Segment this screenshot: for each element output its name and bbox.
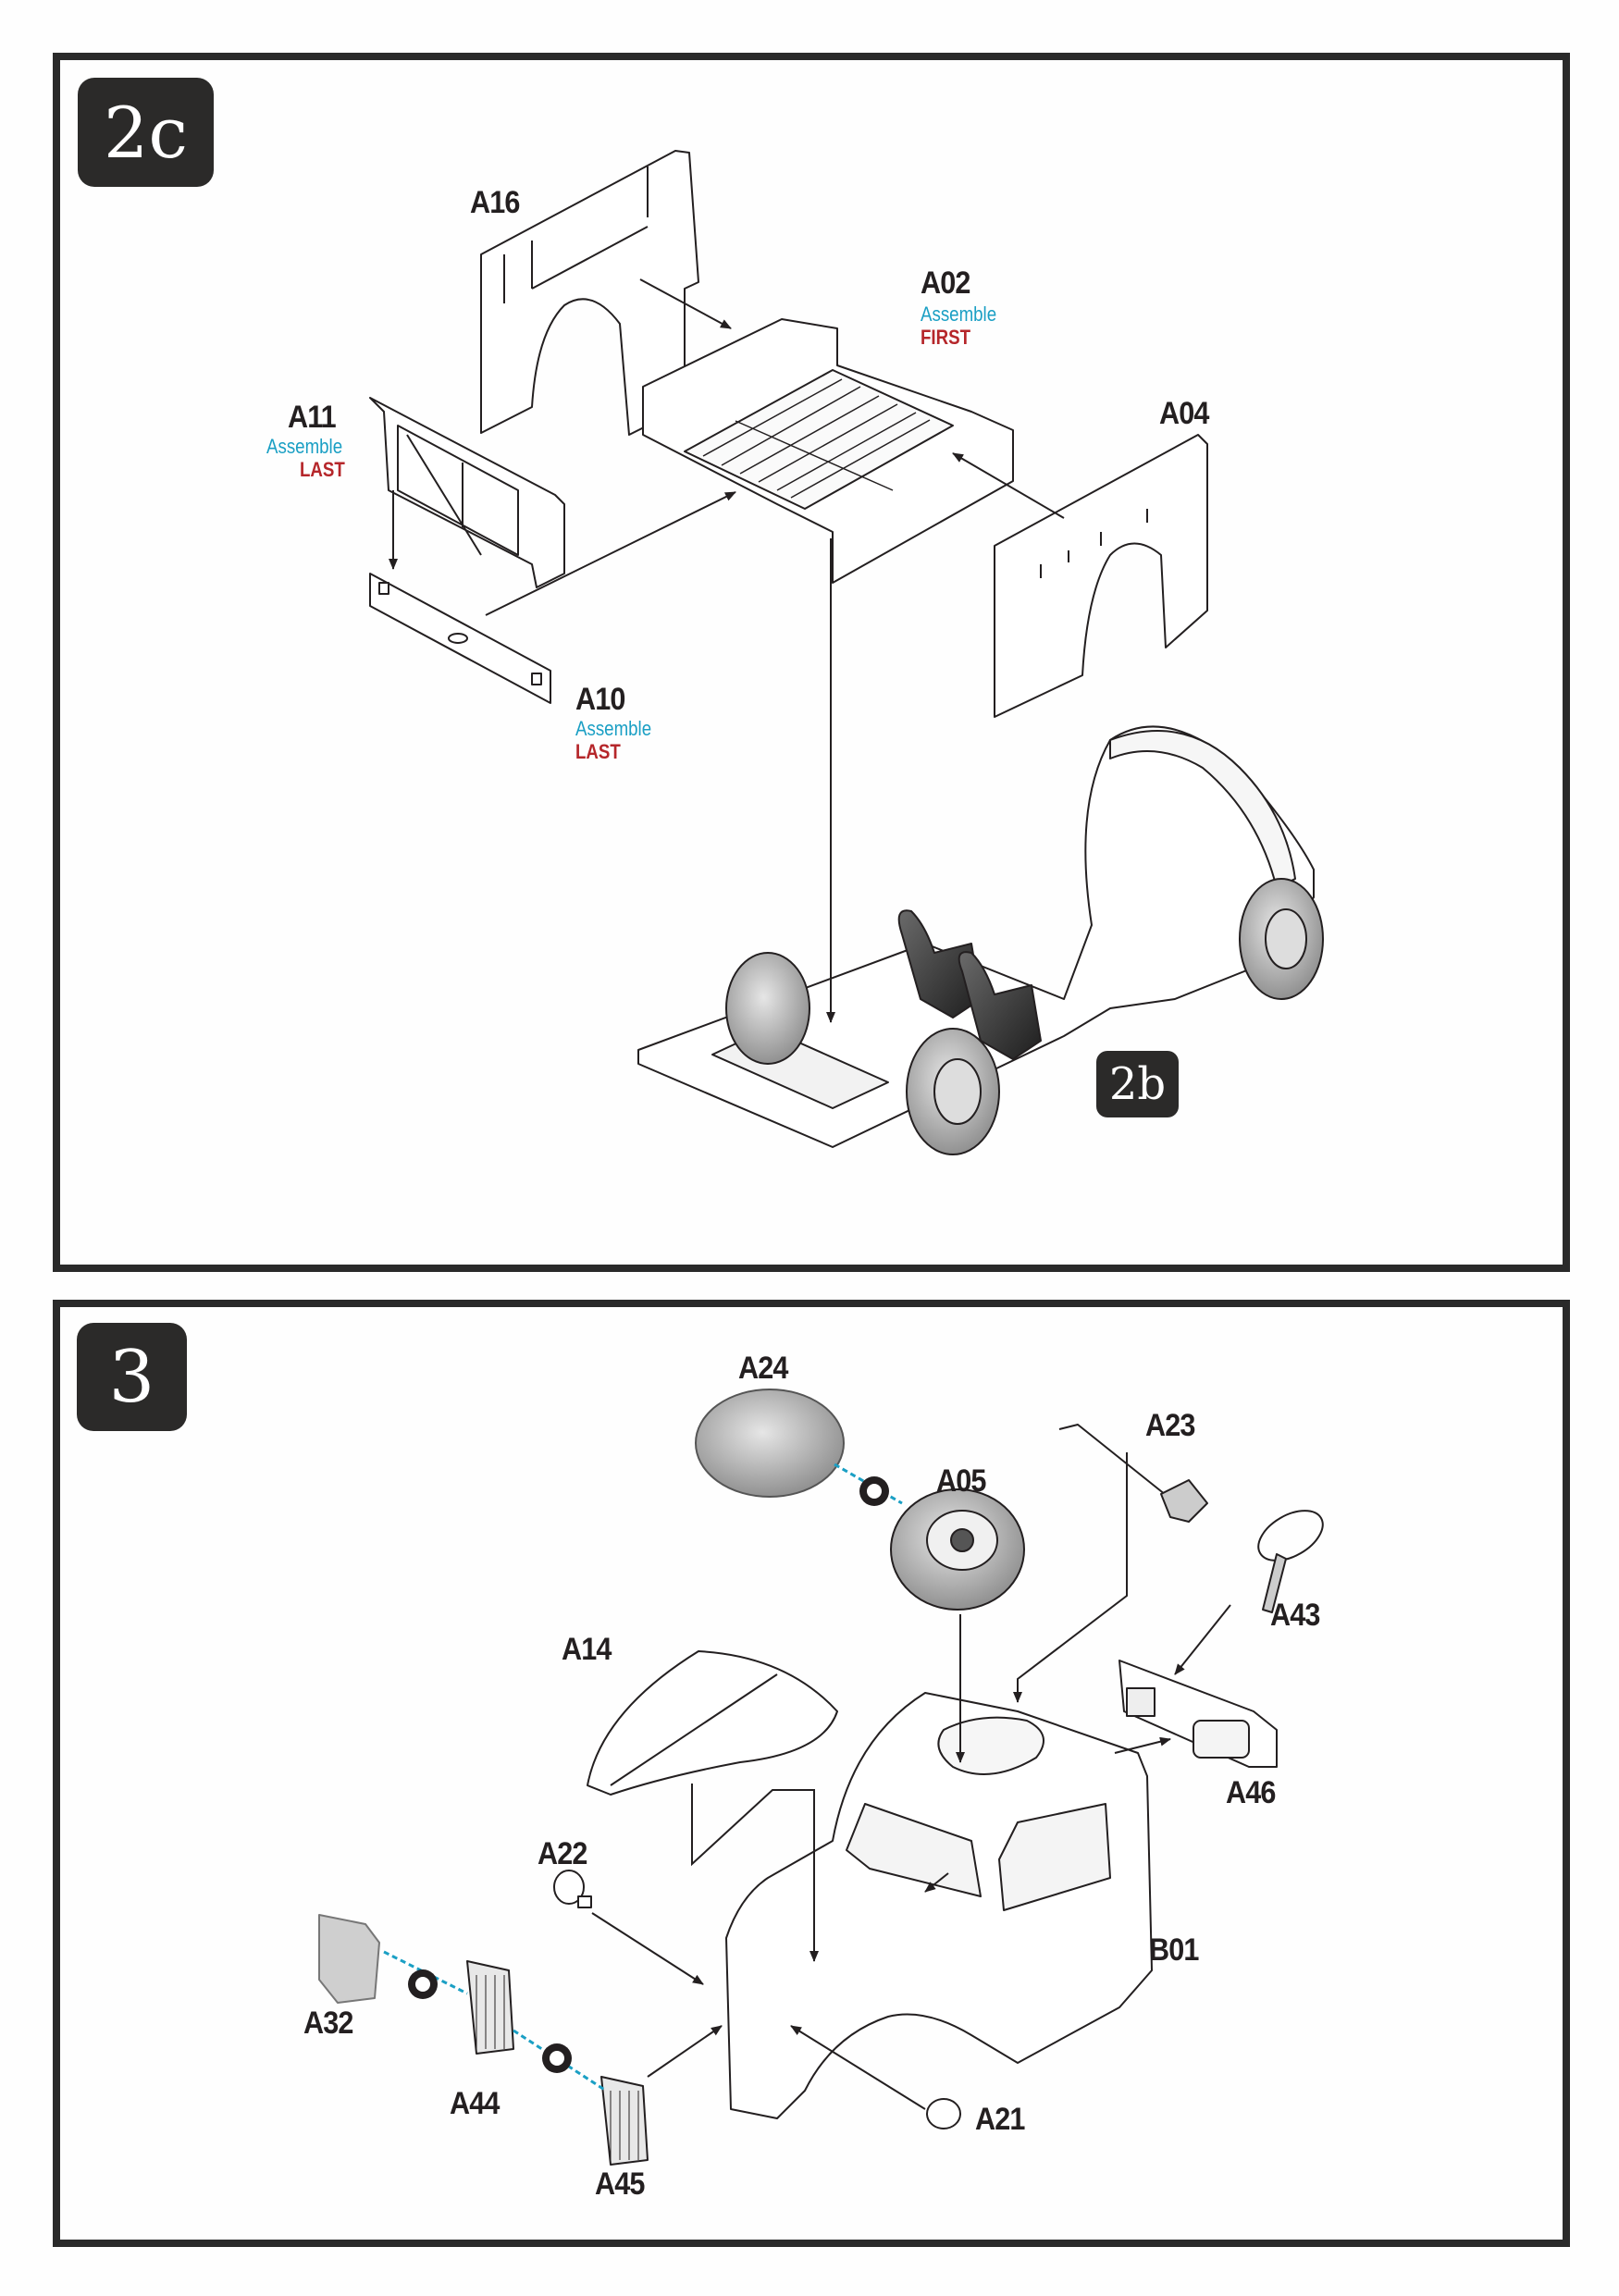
assembly-arrow-icon xyxy=(1013,1452,1128,1703)
order-note-last: LAST xyxy=(300,458,345,481)
part-a16-drawing xyxy=(480,150,699,436)
assembly-arrow-icon xyxy=(790,2025,926,2110)
part-a02-drawing xyxy=(642,318,1014,584)
part-a46-drawing xyxy=(1118,1660,1278,1768)
step-badge-2c: 2c xyxy=(78,78,214,187)
assembly-arrow-icon xyxy=(691,1784,819,1962)
assemble-note: Assemble xyxy=(575,717,652,740)
part-label-a02: A02 xyxy=(921,265,970,301)
part-label-a10: A10 xyxy=(575,682,625,717)
part-label-a44: A44 xyxy=(450,2086,500,2121)
step-badge-2b: 2b xyxy=(1096,1051,1179,1117)
part-a24-drawing xyxy=(695,1389,845,1498)
part-label-a43: A43 xyxy=(1270,1598,1320,1633)
part-label-a23: A23 xyxy=(1145,1408,1195,1443)
order-note-first: FIRST xyxy=(921,326,971,349)
part-a11-drawing xyxy=(369,397,565,588)
part-label-a24: A24 xyxy=(738,1351,788,1386)
chassis-2b-drawing xyxy=(637,725,1315,1148)
part-label-b01: B01 xyxy=(1149,1932,1199,1968)
part-label-a04: A04 xyxy=(1159,396,1209,431)
part-label-a21: A21 xyxy=(975,2102,1025,2137)
step-badge-3: 3 xyxy=(77,1323,187,1431)
assembly-arrow-icon xyxy=(952,452,1065,519)
assembly-arrow-icon xyxy=(924,1872,949,1893)
part-b01-drawing xyxy=(725,1692,1153,2119)
part-a44-drawing xyxy=(466,1960,514,2055)
part-label-a14: A14 xyxy=(562,1632,612,1667)
assembly-arrow-icon xyxy=(591,1912,704,1985)
part-label-a45: A45 xyxy=(595,2166,645,2202)
part-a14-drawing xyxy=(587,1650,838,1796)
assemble-note: Assemble xyxy=(921,302,997,326)
part-a04-drawing xyxy=(994,434,1208,718)
part-label-a22: A22 xyxy=(538,1836,587,1871)
part-label-a46: A46 xyxy=(1226,1775,1276,1810)
part-a21-drawing xyxy=(926,2098,961,2129)
part-label-a16: A16 xyxy=(470,185,520,220)
part-a10-drawing xyxy=(369,573,551,704)
step-number: 2c xyxy=(104,91,188,174)
assembly-arrow-icon xyxy=(647,2025,723,2078)
order-note-last: LAST xyxy=(575,740,621,763)
part-a22-drawing xyxy=(553,1870,592,1908)
part-label-a11: A11 xyxy=(288,400,337,435)
step-number: 2b xyxy=(1108,1058,1167,1110)
part-a05-drawing xyxy=(890,1488,1025,1611)
part-a45-drawing xyxy=(600,2076,649,2166)
part-a43-drawing xyxy=(1257,1510,1324,1613)
assembly-arrow-icon xyxy=(1114,1736,1171,1754)
glue-symbol-icon xyxy=(408,1476,889,2073)
step-number: 3 xyxy=(108,1335,155,1419)
part-a23-drawing xyxy=(1058,1424,1208,1523)
assemble-note: Assemble xyxy=(266,435,343,458)
assembly-arrow-icon xyxy=(485,491,736,616)
part-label-a32: A32 xyxy=(303,2006,353,2041)
wheel-drawing xyxy=(725,878,1324,1155)
part-a32-drawing xyxy=(318,1914,380,2004)
part-label-a05: A05 xyxy=(936,1463,986,1499)
assembly-arrow-icon xyxy=(639,278,732,329)
assembly-arrow-icon xyxy=(1174,1604,1231,1675)
